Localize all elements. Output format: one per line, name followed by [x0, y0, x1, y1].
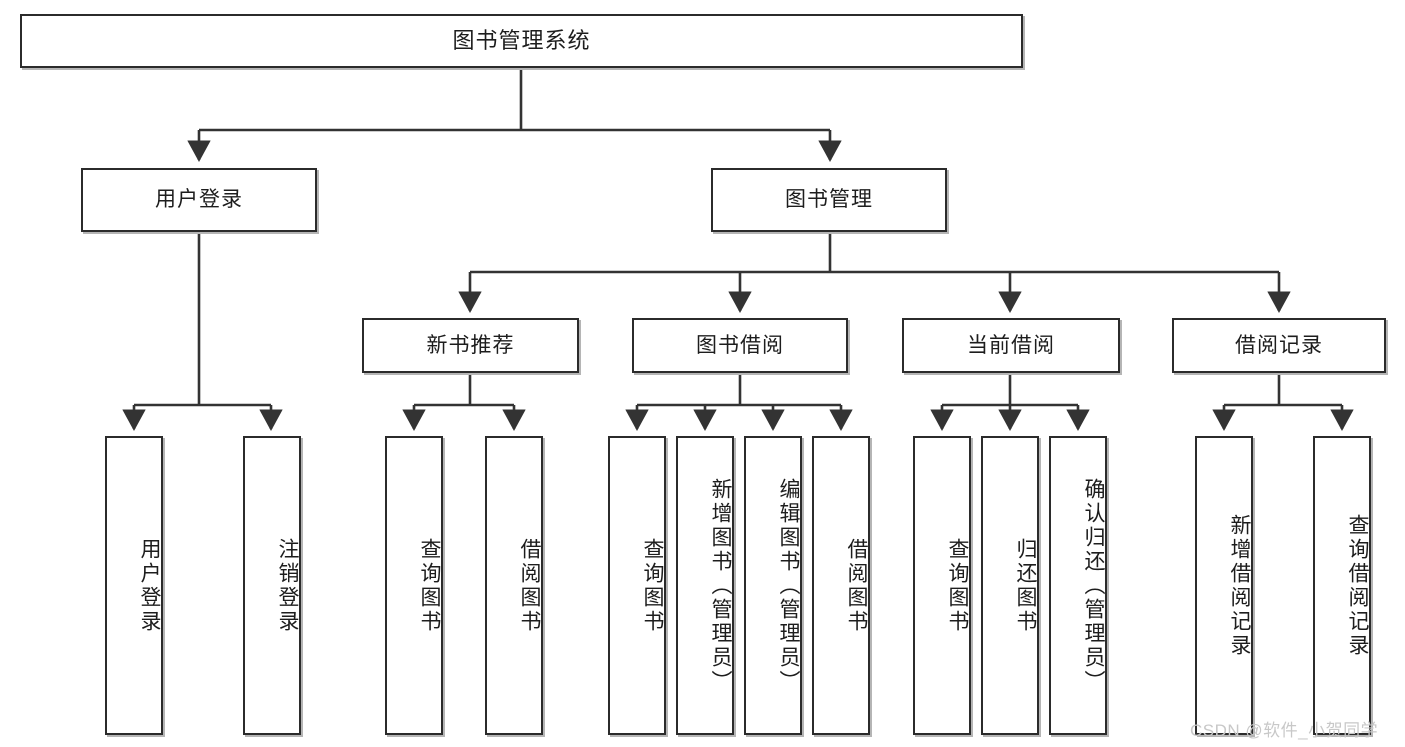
- node-label: 图书借阅: [696, 333, 784, 357]
- leaf-current-return-book[interactable]: 归还图书: [981, 436, 1039, 735]
- node-label: 新增图书（管理员）: [709, 477, 732, 694]
- leaf-record-query-record[interactable]: 查询借阅记录: [1313, 436, 1371, 735]
- node-label: 图书管理系统: [452, 27, 591, 53]
- node-current-borrow[interactable]: 当前借阅: [902, 318, 1120, 373]
- node-root-system[interactable]: 图书管理系统: [20, 14, 1023, 68]
- node-label: 查询图书: [641, 537, 664, 634]
- node-label: 新书推荐: [426, 333, 515, 357]
- node-user-login[interactable]: 用户登录: [81, 168, 317, 232]
- leaf-borrow-add-book-admin[interactable]: 新增图书（管理员）: [676, 436, 734, 735]
- node-label: 用户登录: [155, 188, 243, 212]
- node-label: 当前借阅: [967, 333, 1055, 357]
- node-label: 新增借阅记录: [1228, 513, 1251, 658]
- node-label: 确认归还（管理员）: [1082, 477, 1105, 694]
- csdn-watermark: CSDN @软件_小贺同学: [1190, 721, 1379, 740]
- leaf-recommend-borrow-book[interactable]: 借阅图书: [485, 436, 543, 735]
- node-label: 借阅图书: [845, 537, 868, 634]
- node-label: 借阅图书: [518, 537, 541, 634]
- leaf-user-login[interactable]: 用户登录: [105, 436, 163, 735]
- leaf-borrow-edit-book-admin[interactable]: 编辑图书（管理员）: [744, 436, 802, 735]
- leaf-record-add-record[interactable]: 新增借阅记录: [1195, 436, 1253, 735]
- node-label: 注销登录: [276, 537, 299, 634]
- node-label: 归还图书: [1014, 537, 1037, 634]
- node-label: 借阅记录: [1235, 333, 1323, 357]
- node-label: 编辑图书（管理员）: [777, 477, 800, 694]
- node-label: 用户登录: [138, 537, 161, 634]
- node-label: 查询借阅记录: [1346, 513, 1369, 658]
- node-book-borrow[interactable]: 图书借阅: [632, 318, 848, 373]
- node-borrow-record[interactable]: 借阅记录: [1172, 318, 1386, 373]
- leaf-borrow-borrow-book[interactable]: 借阅图书: [812, 436, 870, 735]
- leaf-logout[interactable]: 注销登录: [243, 436, 301, 735]
- leaf-current-confirm-return-admin[interactable]: 确认归还（管理员）: [1049, 436, 1107, 735]
- node-label: 查询图书: [418, 537, 441, 634]
- node-new-book-recommend[interactable]: 新书推荐: [362, 318, 579, 373]
- node-book-management[interactable]: 图书管理: [711, 168, 947, 232]
- node-label: 查询图书: [946, 537, 969, 634]
- node-label: 图书管理: [785, 188, 873, 212]
- leaf-recommend-query-book[interactable]: 查询图书: [385, 436, 443, 735]
- leaf-current-query-book[interactable]: 查询图书: [913, 436, 971, 735]
- leaf-borrow-query-book[interactable]: 查询图书: [608, 436, 666, 735]
